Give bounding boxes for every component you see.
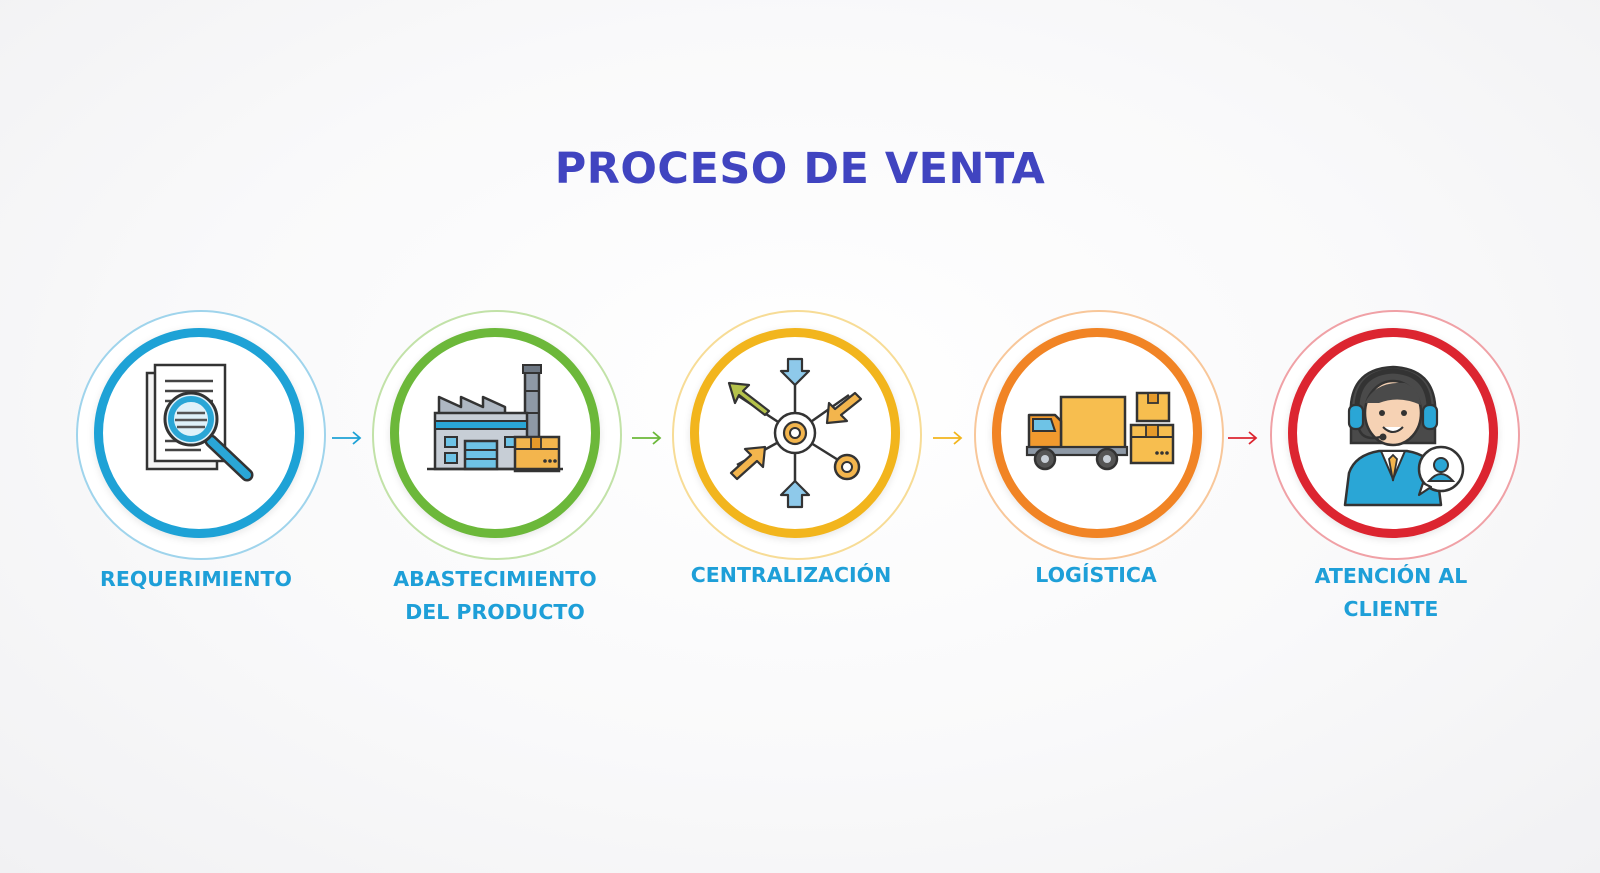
arrow-right-icon <box>931 430 965 446</box>
inner-ring <box>390 328 600 538</box>
step-logistica <box>974 310 1224 560</box>
page-title: PROCESO DE VENTA <box>554 144 1046 194</box>
arrow-right-icon <box>1226 430 1260 446</box>
delivery-truck-icon <box>1019 355 1175 511</box>
step-label-abastecimiento: ABASTECIMIENTO DEL PRODUCTO <box>393 567 597 624</box>
factory-icon <box>417 355 573 511</box>
customer-support-icon <box>1315 355 1471 511</box>
step-atencion-cliente <box>1270 310 1520 560</box>
arrow-right-icon <box>330 430 364 446</box>
hub-arrows-icon <box>717 355 873 511</box>
step-label-requerimiento: REQUERIMIENTO <box>100 567 292 591</box>
step-label-centralizacion: CENTRALIZACIÓN <box>690 563 892 587</box>
document-search-icon <box>121 355 277 511</box>
arrow-right-icon <box>630 430 664 446</box>
inner-ring <box>690 328 900 538</box>
step-centralizacion <box>672 310 922 560</box>
step-label-atencion-cliente: ATENCIÓN AL CLIENTE <box>1314 564 1468 621</box>
step-abastecimiento <box>372 310 622 560</box>
step-requerimiento <box>76 310 326 560</box>
step-label-logistica: LOGÍSTICA <box>1035 563 1157 587</box>
